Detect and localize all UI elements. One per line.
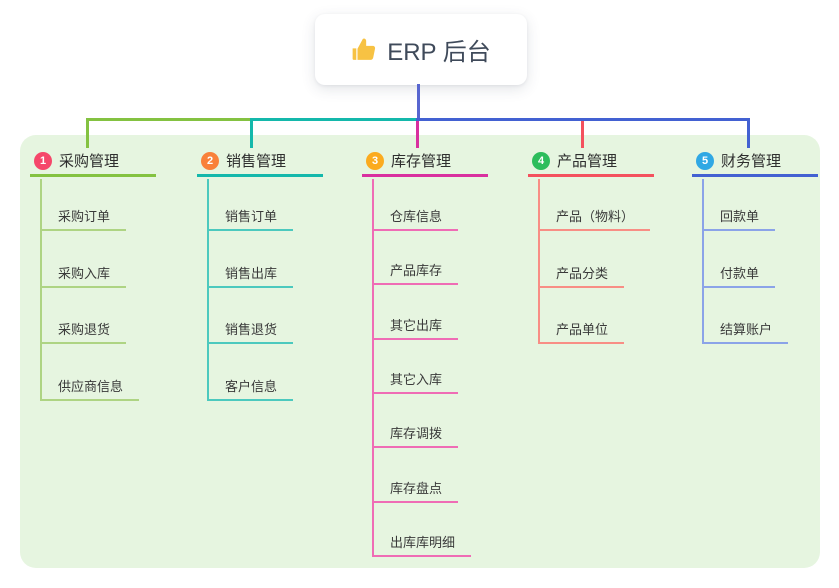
branch-header-caiwu[interactable]: 5 财务管理 [692,147,818,177]
connector-bus-green [86,118,252,121]
node-jiesuan-zhanghu[interactable]: 结算账户 [702,316,789,344]
connector-bus-teal [250,118,418,121]
connector-bus-blue [416,118,750,121]
node-chanpin-danwei[interactable]: 产品单位 [538,316,625,344]
node-xiaoshou-chuku[interactable]: 销售出库 [207,260,294,288]
branch-header-caigou[interactable]: 1 采购管理 [30,147,156,177]
node-qita-chuku[interactable]: 其它出库 [372,312,459,340]
root-node[interactable]: ERP 后台 [315,14,527,85]
branch2-vline [207,179,209,401]
branch-header-xiaoshou[interactable]: 2 销售管理 [197,147,323,177]
branch1-vline [40,179,42,401]
root-title: ERP 后台 [387,39,491,66]
connector-drop-branch3 [416,121,419,148]
node-caigou-tuihuo[interactable]: 采购退货 [40,316,127,344]
connector-drop-branch4 [581,121,584,148]
node-chuku-mingxi[interactable]: 出库库明细 [372,529,472,557]
branch5-number-badge: 5 [696,151,714,170]
branch3-title: 库存管理 [391,153,452,170]
branch4-number-badge: 4 [532,151,550,170]
branch3-vline [372,179,374,557]
connector-root-drop [417,84,420,119]
branch1-number-badge: 1 [34,151,52,170]
node-chanpin-kucun[interactable]: 产品库存 [372,257,459,285]
node-caigou-ruku[interactable]: 采购入库 [40,260,127,288]
thumbs-up-icon [351,37,377,63]
branch4-title: 产品管理 [557,153,618,170]
board-background [20,135,820,568]
branch2-title: 销售管理 [226,153,287,170]
branch-header-chanpin[interactable]: 4 产品管理 [528,147,654,177]
node-kucun-diaobo[interactable]: 库存调拨 [372,420,459,448]
connector-drop-branch2 [250,121,253,148]
node-xiaoshou-dingdan[interactable]: 销售订单 [207,203,294,231]
branch3-number-badge: 3 [366,151,384,170]
node-kehu-xinxi[interactable]: 客户信息 [207,373,294,401]
node-chanpin-fenlei[interactable]: 产品分类 [538,260,625,288]
node-kucun-pandian[interactable]: 库存盘点 [372,475,459,503]
node-xiaoshou-tuihuo[interactable]: 销售退货 [207,316,294,344]
branch5-title: 财务管理 [721,153,782,170]
branch4-vline [538,179,540,344]
branch2-number-badge: 2 [201,151,219,170]
branch-header-kucun[interactable]: 3 库存管理 [362,147,488,177]
node-caigou-dingdan[interactable]: 采购订单 [40,203,127,231]
branch1-title: 采购管理 [59,153,120,170]
connector-drop-branch5 [747,121,750,148]
node-fukuan-dan[interactable]: 付款单 [702,260,776,288]
node-qita-ruku[interactable]: 其它入库 [372,366,459,394]
node-cangku-xinxi[interactable]: 仓库信息 [372,203,459,231]
connector-drop-branch1 [86,121,89,148]
branch5-vline [702,179,704,344]
node-gongyingshang-xinxi[interactable]: 供应商信息 [40,373,140,401]
node-chanpin-wuliao[interactable]: 产品（物料） [538,203,651,231]
node-huikuan-dan[interactable]: 回款单 [702,203,776,231]
